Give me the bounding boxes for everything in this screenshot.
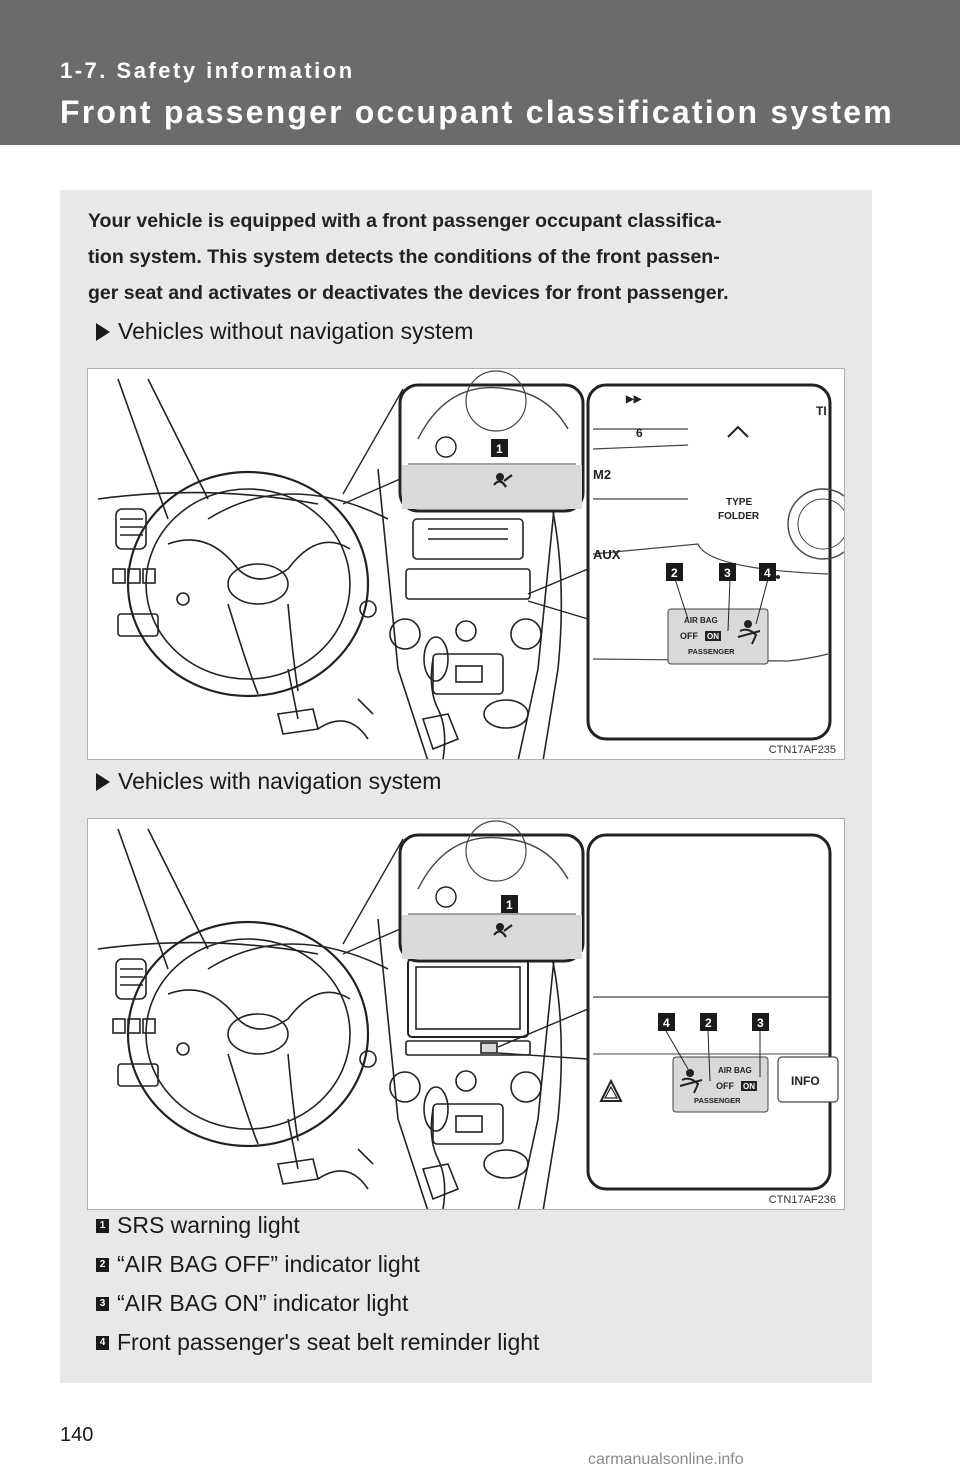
watermark-text: carmanualsonline.info [588, 1451, 744, 1468]
legend-item: 1 SRS warning light [96, 1212, 300, 1239]
figure-dashboard-without-navigation: ▶▶ 6 M2 AUX TYPE FOLDER TI AIR BAG OFF O… [87, 368, 845, 760]
fig1-label-passenger: PASSENGER [688, 647, 735, 656]
callout-1-box: 1 [501, 895, 518, 913]
legend-number-box: 4 [96, 1335, 109, 1350]
legend-item: 2 “AIR BAG OFF” indicator light [96, 1251, 420, 1278]
callout-number: 2 [671, 566, 678, 580]
intro-paragraph: Your vehicle is equipped with a front pa… [88, 203, 848, 311]
callout-number: 1 [496, 442, 503, 456]
subheading-text: Vehicles with navigation system [118, 768, 442, 794]
figure-code: CTN17AF236 [768, 1194, 836, 1206]
fig1-label-type: TYPE [726, 497, 752, 508]
page-title: Front passenger occupant classification … [60, 94, 894, 130]
callout-2-box: 2 [666, 563, 683, 581]
callout-number: 2 [705, 1016, 712, 1030]
legend-text: “AIR BAG OFF” indicator light [117, 1251, 420, 1277]
callout-number: 3 [724, 566, 731, 580]
intro-line: Your vehicle is equipped with a front pa… [88, 210, 722, 232]
callout-3-box: 3 [719, 563, 736, 581]
callout-4-box: 4 [658, 1013, 675, 1031]
legend-number-box: 1 [96, 1218, 109, 1233]
callout-1-box: 1 [491, 439, 508, 457]
callout-4-box: 4 [759, 563, 776, 581]
fig2-label-off: OFF [716, 1081, 734, 1091]
fig2-label-info: INFO [791, 1074, 820, 1088]
legend-item: 4 Front passenger's seat belt reminder l… [96, 1329, 539, 1356]
fig1-label-on: ON [707, 632, 719, 641]
legend-text: SRS warning light [117, 1212, 300, 1238]
subheading-no-navigation: Vehicles without navigation system [96, 318, 473, 345]
triangle-bullet-icon [96, 322, 110, 341]
callout-3-box: 3 [752, 1013, 769, 1031]
figure-dashboard-with-navigation: AIR BAG OFF ON PASSENGER INFO 1 4 2 3 CT… [87, 818, 845, 1210]
fig1-label-airbag: AIR BAG [684, 616, 718, 625]
legend-number-box: 3 [96, 1296, 109, 1311]
legend-text: “AIR BAG ON” indicator light [117, 1290, 409, 1316]
callout-2-box: 2 [700, 1013, 717, 1031]
callout-number: 4 [663, 1016, 670, 1030]
legend-number-box: 2 [96, 1257, 109, 1272]
fig1-label-ti: TI [816, 404, 827, 418]
fig1-label-six: 6 [636, 426, 643, 440]
fig2-label-on: ON [743, 1082, 755, 1091]
fig2-label-passenger: PASSENGER [694, 1096, 741, 1105]
subheading-text: Vehicles without navigation system [118, 318, 474, 344]
dashboard-illustration: AIR BAG OFF ON PASSENGER INFO 1 4 2 3 [97, 820, 839, 1209]
zoom-meter-callout [398, 820, 585, 963]
fig1-label-track: ▶▶ [625, 394, 643, 405]
fig1-label-m2: M2 [593, 467, 611, 482]
fig1-label-folder: FOLDER [718, 511, 760, 522]
legend-item: 3 “AIR BAG ON” indicator light [96, 1290, 408, 1317]
subheading-with-navigation: Vehicles with navigation system [96, 768, 441, 795]
figure-code: CTN17AF235 [768, 744, 836, 756]
legend-text: Front passenger's seat belt reminder lig… [117, 1329, 540, 1355]
page-header: 1-7. Safety information Front passenger … [0, 0, 960, 145]
zoom-indicator-panel-callout [586, 383, 844, 741]
section-label: 1-7. Safety information [60, 58, 355, 83]
fig1-label-aux: AUX [593, 547, 621, 562]
callout-number: 1 [506, 898, 513, 912]
intro-line: ger seat and activates or deactivates th… [88, 282, 729, 304]
triangle-bullet-icon [96, 772, 110, 791]
intro-line: tion system. This system detects the con… [88, 246, 720, 268]
dashboard-illustration: ▶▶ 6 M2 AUX TYPE FOLDER TI AIR BAG OFF O… [97, 370, 844, 759]
fig1-label-off: OFF [680, 631, 698, 641]
fig2-label-airbag: AIR BAG [718, 1066, 752, 1075]
callout-number: 3 [757, 1016, 764, 1030]
callout-number: 4 [764, 566, 771, 580]
page-number: 140 [60, 1424, 94, 1446]
zoom-indicator-panel-callout [586, 833, 839, 1191]
